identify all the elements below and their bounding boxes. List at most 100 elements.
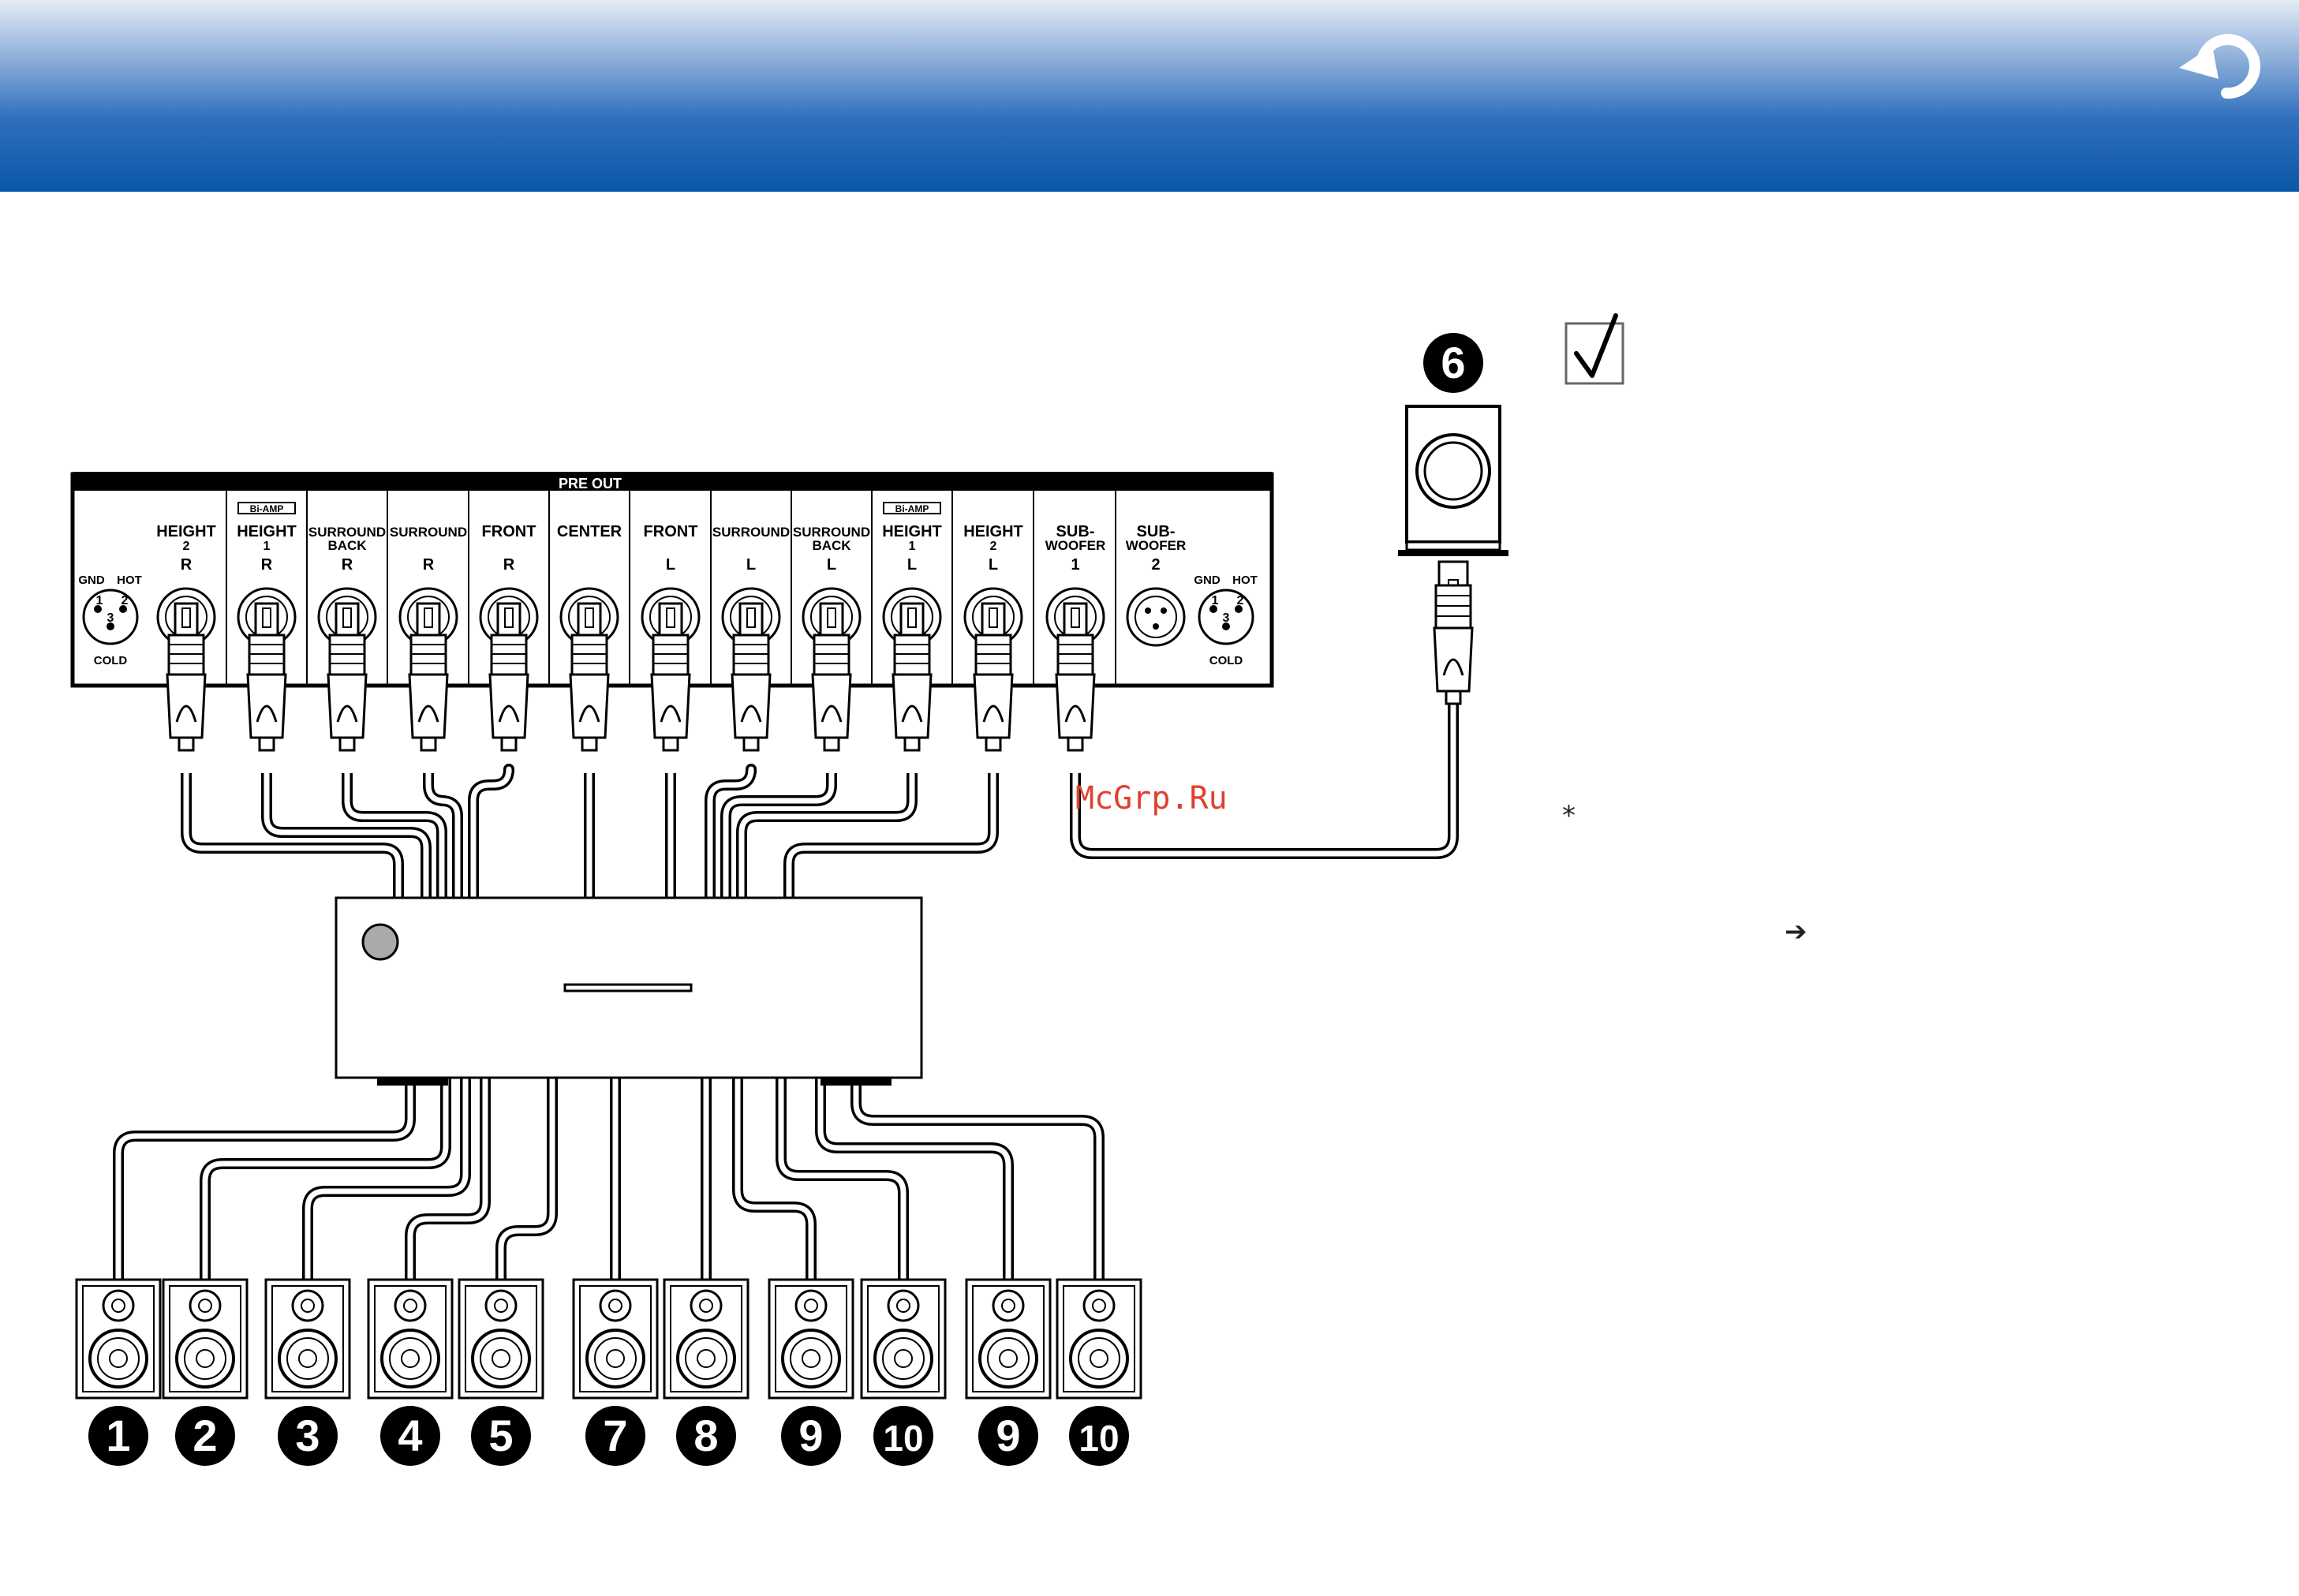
svg-text:6: 6 bbox=[1441, 338, 1465, 387]
channel-side: L bbox=[746, 556, 756, 574]
speaker-4: 4 bbox=[368, 1280, 452, 1466]
arrow-icon: ➔ bbox=[1785, 916, 1807, 948]
pre-out-title: PRE OUT bbox=[559, 476, 622, 492]
svg-text:1: 1 bbox=[106, 1411, 130, 1460]
svg-text:10: 10 bbox=[883, 1418, 923, 1459]
channel-side: R bbox=[423, 556, 435, 574]
speaker-number-3: 3 bbox=[278, 1406, 338, 1466]
channel-line1: CENTER bbox=[557, 523, 622, 540]
subwoofer: 6 bbox=[1398, 333, 1508, 704]
channel-side: R bbox=[342, 556, 353, 574]
channel-line2: WOOFER bbox=[1045, 538, 1106, 553]
svg-text:9: 9 bbox=[798, 1411, 823, 1460]
channel-line1: HEIGHT bbox=[882, 523, 942, 540]
speaker-9: 10 bbox=[862, 1280, 945, 1466]
speaker-cable-5-inner bbox=[501, 1078, 552, 1280]
subwoofer-cable-inner bbox=[1075, 694, 1453, 854]
channel-line1: HEIGHT bbox=[237, 523, 297, 540]
power-amplifier bbox=[336, 898, 921, 1086]
channel-line2: WOOFER bbox=[1126, 538, 1187, 553]
pin-1-label: 1 bbox=[96, 594, 103, 607]
svg-text:9: 9 bbox=[996, 1411, 1020, 1460]
speaker-number-5: 5 bbox=[471, 1406, 531, 1466]
amp-display-slot bbox=[565, 985, 691, 991]
channel-line1: SURROUND bbox=[390, 525, 467, 540]
svg-text:3: 3 bbox=[295, 1411, 320, 1460]
channel-line2: BACK bbox=[327, 538, 367, 553]
channel-side: R bbox=[503, 556, 515, 574]
speaker-7: 8 bbox=[664, 1280, 748, 1466]
hot-label: HOT bbox=[117, 574, 142, 587]
speaker-cable-1-inner bbox=[118, 1078, 410, 1280]
channel-side: 1 bbox=[1071, 556, 1079, 574]
channel-line1: FRONT bbox=[482, 523, 536, 540]
hot-label: HOT bbox=[1232, 574, 1258, 587]
speaker-number-10: 9 bbox=[978, 1406, 1038, 1466]
speaker-3: 3 bbox=[266, 1280, 350, 1466]
speaker-11: 10 bbox=[1057, 1280, 1141, 1466]
speaker-cable-1-outer bbox=[118, 1078, 410, 1280]
gnd-label: GND bbox=[1194, 574, 1221, 587]
svg-text:5: 5 bbox=[488, 1411, 513, 1460]
cold-label: COLD bbox=[94, 654, 128, 667]
pin-2-label: 2 bbox=[121, 594, 129, 607]
pre-out-cable-11-inner bbox=[789, 773, 993, 898]
channel-line2: 1 bbox=[264, 540, 271, 553]
svg-text:10: 10 bbox=[1078, 1418, 1119, 1459]
channel-side: L bbox=[907, 556, 917, 574]
channel-line2: 2 bbox=[183, 540, 190, 553]
subwoofer-plug bbox=[1434, 562, 1472, 704]
gnd-label: GND bbox=[78, 574, 105, 587]
speaker-number-7: 8 bbox=[676, 1406, 736, 1466]
speaker-number-2: 2 bbox=[175, 1406, 235, 1466]
svg-text:7: 7 bbox=[603, 1411, 627, 1460]
channel-line2: 1 bbox=[909, 540, 916, 553]
speaker-8: 9 bbox=[769, 1280, 853, 1466]
pre-out-cable-11-outer bbox=[789, 773, 993, 898]
channel-side: L bbox=[827, 556, 836, 574]
speakers: 1 2 3 4 5 7 8 9 10 9 10 bbox=[77, 1280, 1141, 1466]
channel-line2: BACK bbox=[812, 538, 851, 553]
note-asterisk: * bbox=[1562, 800, 1576, 832]
channel-line1: HEIGHT bbox=[963, 523, 1023, 540]
watermark: McGrp.Ru bbox=[1075, 780, 1228, 817]
pin-3-label: 3 bbox=[107, 611, 114, 625]
check-icon bbox=[1566, 316, 1623, 383]
svg-text:4: 4 bbox=[398, 1411, 422, 1460]
speaker-cable-9-outer bbox=[781, 1078, 903, 1280]
pin-2-label: 2 bbox=[1237, 594, 1244, 607]
channel-side: R bbox=[181, 556, 193, 574]
pin-3-label: 3 bbox=[1223, 611, 1230, 625]
channel-line1: FRONT bbox=[644, 523, 698, 540]
speaker-5: 5 bbox=[459, 1280, 543, 1466]
bi-amp-label: Bi-AMP bbox=[895, 503, 929, 514]
speaker-number-6: 7 bbox=[585, 1406, 645, 1466]
svg-text:8: 8 bbox=[693, 1411, 718, 1460]
amp-power-knob bbox=[363, 925, 398, 959]
channel-side: L bbox=[666, 556, 675, 574]
speaker-number-11: 10 bbox=[1069, 1406, 1129, 1466]
channel-side: L bbox=[989, 556, 998, 574]
speaker-10: 9 bbox=[966, 1280, 1050, 1466]
speaker-number-9: 10 bbox=[873, 1406, 933, 1466]
bi-amp-label: Bi-AMP bbox=[250, 503, 284, 514]
svg-text:2: 2 bbox=[193, 1411, 217, 1460]
speaker-number-1: 1 bbox=[88, 1406, 148, 1466]
channel-side: 2 bbox=[1151, 556, 1160, 574]
subwoofer-number: 6 bbox=[1423, 333, 1483, 393]
pre-out-panel: PRE OUT123GNDHOTCOLD123GNDHOTCOLDHEIGHT2… bbox=[73, 472, 1272, 750]
amp-foot-right bbox=[821, 1078, 892, 1086]
speaker-cable-5-outer bbox=[501, 1078, 552, 1280]
speaker-number-8: 9 bbox=[781, 1406, 841, 1466]
speaker-2: 2 bbox=[163, 1280, 247, 1466]
subwoofer-cable-outer bbox=[1075, 694, 1453, 854]
channel-line1: HEIGHT bbox=[156, 523, 216, 540]
channel-line2: 2 bbox=[990, 540, 997, 553]
channel-line1: SURROUND bbox=[712, 525, 790, 540]
pin-1-label: 1 bbox=[1212, 594, 1219, 607]
speaker-6: 7 bbox=[574, 1280, 657, 1466]
cold-label: COLD bbox=[1209, 654, 1243, 667]
panel-title-bar bbox=[73, 472, 1272, 491]
speaker-number-4: 4 bbox=[380, 1406, 440, 1466]
